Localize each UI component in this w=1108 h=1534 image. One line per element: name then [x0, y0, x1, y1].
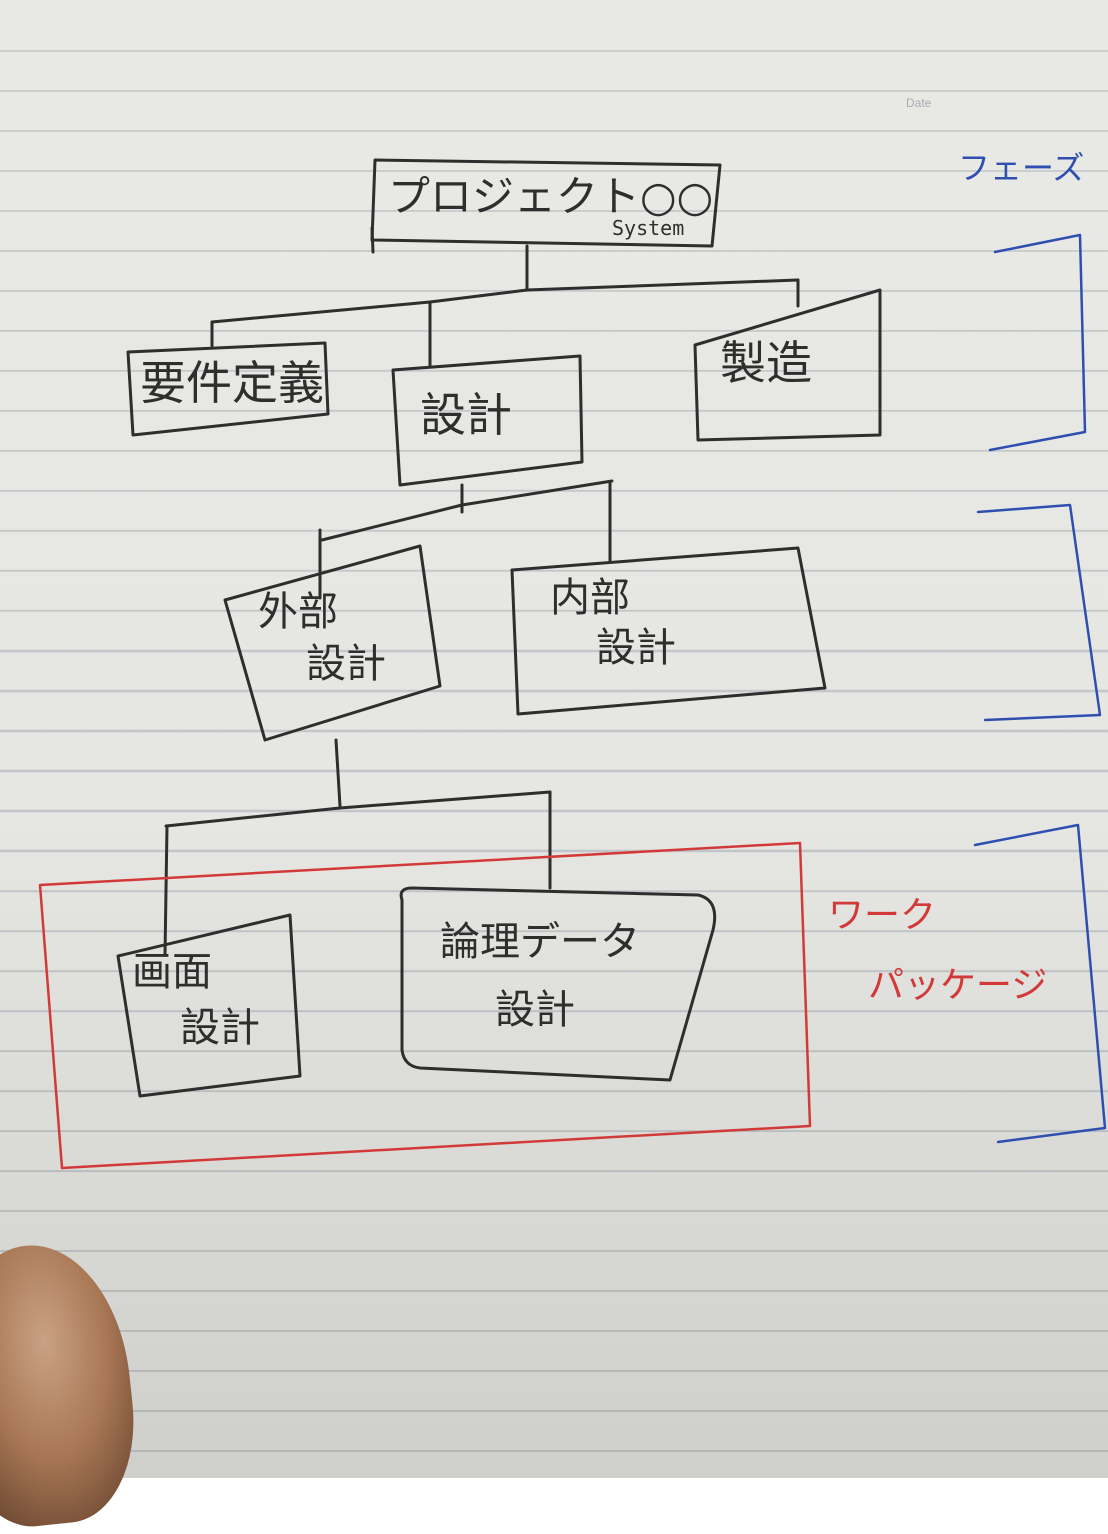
design-label: 設計: [420, 388, 512, 442]
requirements-label: 要件定義: [140, 356, 324, 410]
external-stem: [334, 738, 342, 808]
internal-design-line2: 設計: [596, 625, 676, 671]
work-package-line1: ワーク: [828, 895, 937, 936]
root-tick: [370, 226, 375, 254]
notebook-page: [0, 0, 1108, 1478]
root-subtitle: System: [612, 216, 685, 240]
work-package-frame: [38, 841, 812, 1170]
logical-data-design-box: [399, 886, 717, 1082]
external-design-box: [223, 544, 442, 742]
external-design-line2: 設計: [306, 641, 386, 687]
internal-design-box: [510, 546, 827, 716]
design-box: [391, 354, 584, 487]
date-label: Date: [906, 96, 932, 110]
work-package-line2: パッケージ: [868, 965, 1048, 1006]
root-title: プロジェクト○○: [388, 172, 714, 221]
root-box: [370, 158, 722, 248]
logical-data-design-line2: 設計: [495, 987, 575, 1033]
drop-screen: [163, 824, 169, 957]
internal-design-line1: 内部: [550, 575, 630, 621]
diagram-drawing: [38, 158, 1107, 1170]
phase-bracket-2: [976, 503, 1102, 722]
level1-bar: [210, 278, 800, 324]
screen-design-line1: 画面: [132, 949, 212, 995]
screen-design-box: [116, 913, 302, 1098]
level3-bar: [164, 790, 552, 828]
external-design-line1: 外部: [258, 589, 338, 635]
manufacturing-box: [693, 288, 882, 442]
phase-bracket-3: [973, 823, 1107, 1144]
screen-design-line2: 設計: [180, 1005, 260, 1051]
phase-label: フェーズ: [958, 149, 1085, 187]
level2-bar: [320, 479, 614, 542]
requirements-box: [126, 341, 330, 437]
logical-data-design-line1: 論理データ: [440, 919, 640, 965]
phase-bracket-1: [988, 233, 1087, 452]
manufacturing-label: 製造: [720, 336, 812, 390]
